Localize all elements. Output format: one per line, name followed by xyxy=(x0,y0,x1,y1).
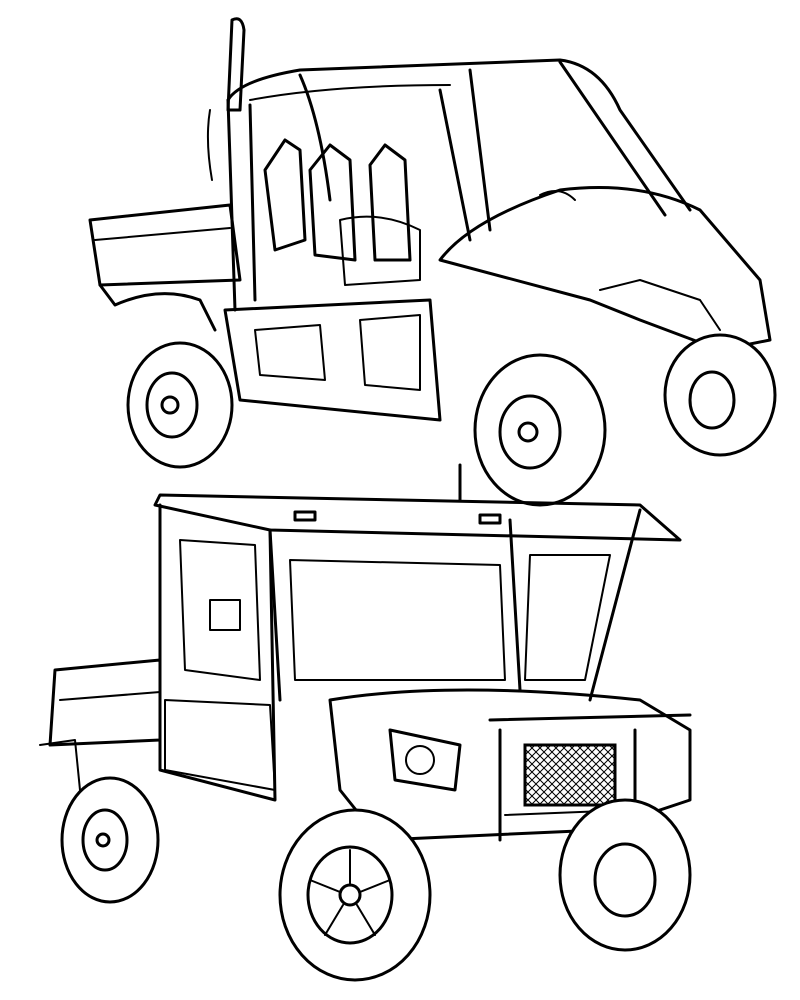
cargo-bed xyxy=(39,658,162,791)
cab-roof xyxy=(153,463,682,542)
cab-frame xyxy=(158,503,642,802)
wheel-front-far xyxy=(663,333,777,457)
sport-utv xyxy=(88,17,777,507)
grille-mesh xyxy=(523,743,617,807)
roll-cage xyxy=(226,58,692,312)
wheel-front-far xyxy=(558,798,692,952)
antenna-flag xyxy=(206,17,246,181)
work-utv xyxy=(39,463,692,982)
wheel-rear xyxy=(60,776,160,904)
cargo-bed xyxy=(88,203,242,332)
seats xyxy=(263,138,421,286)
door-side xyxy=(164,699,276,791)
wheel-front-near xyxy=(278,808,432,982)
wheel-front-near xyxy=(473,353,607,507)
body-hood xyxy=(223,186,772,422)
wheel-rear xyxy=(126,341,234,469)
